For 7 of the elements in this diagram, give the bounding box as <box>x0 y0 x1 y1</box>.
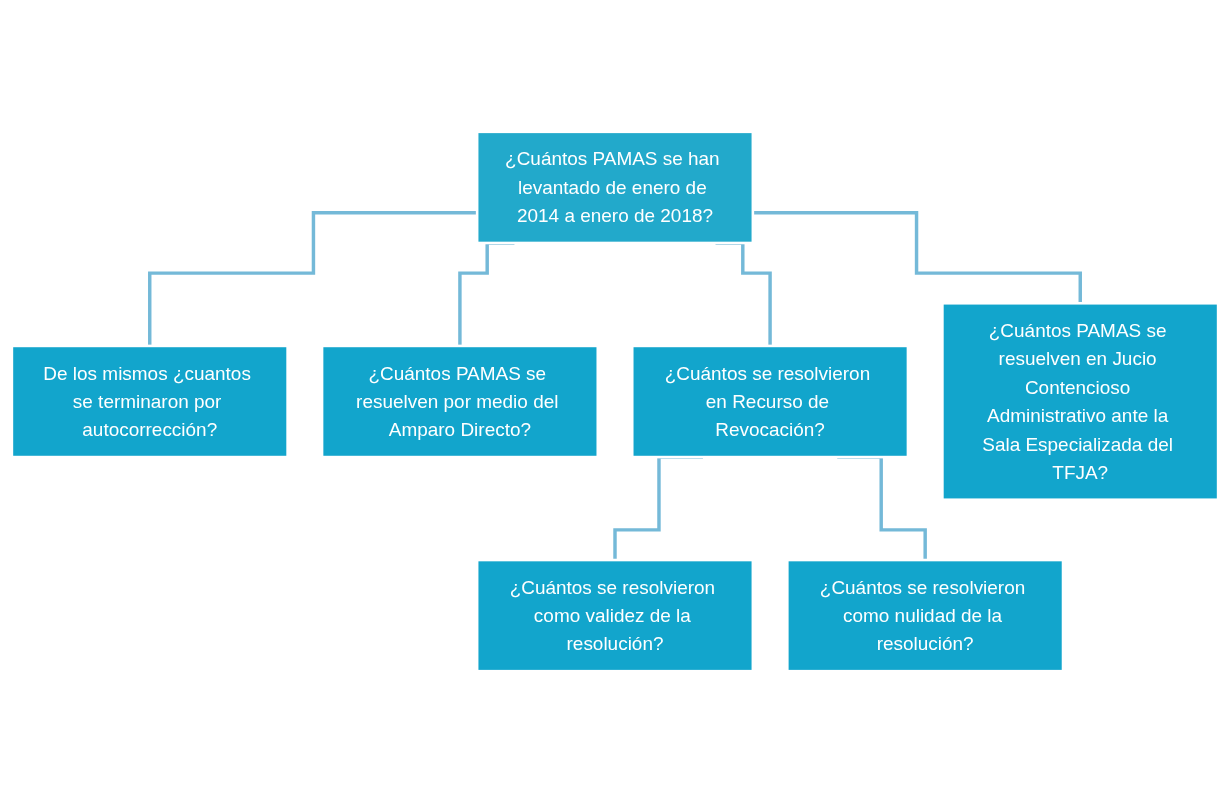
node-box: ¿Cuántos PAMAS se han levantado de enero de 2014 a enero de 2018? <box>475 130 755 245</box>
node-box: ¿Cuántos PAMAS se resuelven en Jucio Contencioso Administrativo ante la Sala Especializada del TFJA? <box>941 302 1220 501</box>
node-box: ¿Cuántos PAMAS se resuelven por medio del Amparo Directo? <box>320 344 600 459</box>
node-box: De los mismos ¿cuantos se terminaron por autocorrección? <box>10 344 289 459</box>
node-box: ¿Cuántos se resolvieron como nulidad de la resolución? <box>786 558 1065 673</box>
node-box: ¿Cuántos se resolvieron en Recurso de Revocación? <box>630 344 910 459</box>
node-box: ¿Cuántos se resolvieron como validez de la resolución? <box>475 558 755 673</box>
